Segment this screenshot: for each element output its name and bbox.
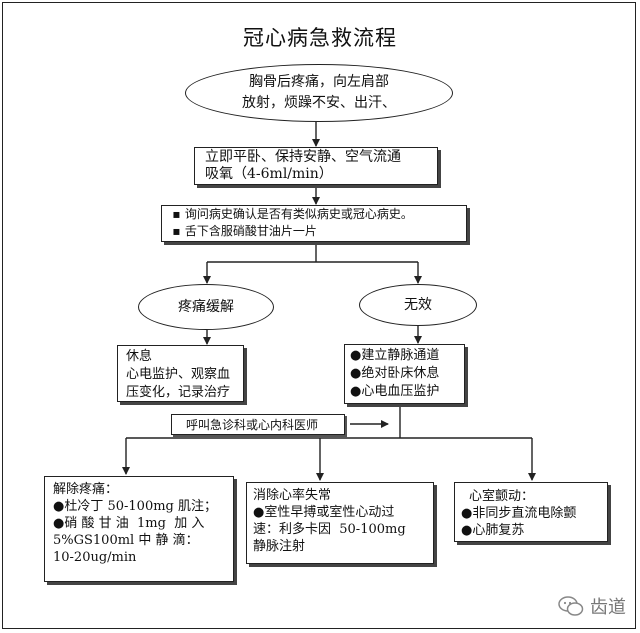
bullet-icon: ● bbox=[350, 384, 362, 399]
pain-relief-box: 解除疼痛： ●杜冷丁 50-100mg 肌注； ●硝 酸 甘 油 1mg 加 入… bbox=[44, 476, 234, 582]
call-doctor-box: 呼叫急诊科或心内科医师 bbox=[171, 414, 345, 435]
bullet-icon: ● bbox=[253, 505, 265, 520]
bullet-icon: ● bbox=[350, 348, 362, 363]
bullet-icon: ● bbox=[53, 516, 65, 531]
wechat-icon bbox=[558, 596, 584, 616]
pain-relief-item2-line1: ●硝 酸 甘 油 1mg 加 入 bbox=[53, 516, 205, 531]
symptoms-ellipse: 胸骨后疼痛，向左肩部 放射，烦躁不安、出汗、 bbox=[185, 64, 453, 122]
vfib-item1: ●非同步直流电除颤 bbox=[461, 506, 577, 521]
branch-invalid-label: 无效 bbox=[404, 296, 432, 313]
invalid-box: ●建立静脉通道 ●绝对卧床休息 ●心电血压监护 bbox=[344, 344, 465, 404]
arrhythmia-item1-line1: ●室性早搏或室性心动过 bbox=[253, 505, 395, 520]
first-aid-line2: 吸氧（4-6ml/min） bbox=[205, 166, 333, 182]
bullet-icon: ● bbox=[461, 506, 473, 521]
bullet-icon: ▪ bbox=[172, 207, 181, 221]
pain-relief-title: 解除疼痛： bbox=[53, 482, 119, 497]
relief-line1: 休息 bbox=[126, 349, 153, 364]
call-doctor-label: 呼叫急诊科或心内科医师 bbox=[186, 418, 319, 432]
bullet-icon: ▪ bbox=[172, 224, 181, 238]
arrhythmia-title: 消除心率失常 bbox=[253, 488, 332, 503]
branch-relief-ellipse: 疼痛缓解 bbox=[138, 284, 274, 330]
watermark-label: 齿道 bbox=[590, 597, 626, 618]
invalid-item2: ●绝对卧床休息 bbox=[350, 366, 440, 381]
page-title: 冠心病急救流程 bbox=[243, 26, 397, 50]
pain-relief-item2-line2: 5%GS100ml 中 静 滴： bbox=[53, 533, 199, 548]
vfib-box: 心室颤动： ●非同步直流电除颤 ●心肺复苏 bbox=[454, 482, 608, 542]
first-aid-box: 立即平卧、保持安静、空气流通 吸氧（4-6ml/min） bbox=[194, 147, 438, 185]
first-aid-line1: 立即平卧、保持安静、空气流通 bbox=[205, 149, 401, 165]
symptoms-line1: 胸骨后疼痛，向左肩部 bbox=[249, 74, 389, 90]
bullet-icon: ● bbox=[53, 499, 65, 514]
relief-box: 休息 心电监护、观察血 压变化，记录治疗 bbox=[117, 345, 244, 402]
arrhythmia-item1-line3: 静脉注射 bbox=[253, 539, 306, 554]
bullet-icon: ● bbox=[350, 366, 362, 381]
history-item2: ▪ 舌下含服硝酸甘油片一片 bbox=[172, 224, 317, 238]
vfib-title: 心室颤动： bbox=[469, 489, 535, 504]
vfib-item2: ●心肺复苏 bbox=[461, 523, 525, 538]
history-item1: ▪ 询问病史确认是否有类似病史或冠心病史。 bbox=[172, 207, 413, 221]
arrhythmia-box: 消除心率失常 ●室性早搏或室性心动过 速：利多卡因 50-100mg 静脉注射 bbox=[246, 482, 434, 564]
relief-line2: 心电监护、观察血 bbox=[126, 367, 231, 382]
arrhythmia-item1-line2: 速：利多卡因 50-100mg bbox=[253, 522, 406, 537]
bullet-icon: ● bbox=[461, 523, 473, 538]
history-box: ▪ 询问病史确认是否有类似病史或冠心病史。 ▪ 舌下含服硝酸甘油片一片 bbox=[161, 205, 467, 242]
watermark: 齿道 bbox=[558, 593, 626, 619]
invalid-item1: ●建立静脉通道 bbox=[350, 348, 440, 363]
branch-invalid-ellipse: 无效 bbox=[359, 284, 477, 326]
invalid-item3: ●心电血压监护 bbox=[350, 384, 440, 399]
pain-relief-item2-line3: 10-20ug/min bbox=[53, 550, 137, 565]
symptoms-line2: 放射，烦躁不安、出汗、 bbox=[242, 95, 396, 111]
pain-relief-item1: ●杜冷丁 50-100mg 肌注； bbox=[53, 499, 218, 514]
relief-line3: 压变化，记录治疗 bbox=[126, 385, 231, 400]
branch-relief-label: 疼痛缓解 bbox=[178, 298, 234, 315]
